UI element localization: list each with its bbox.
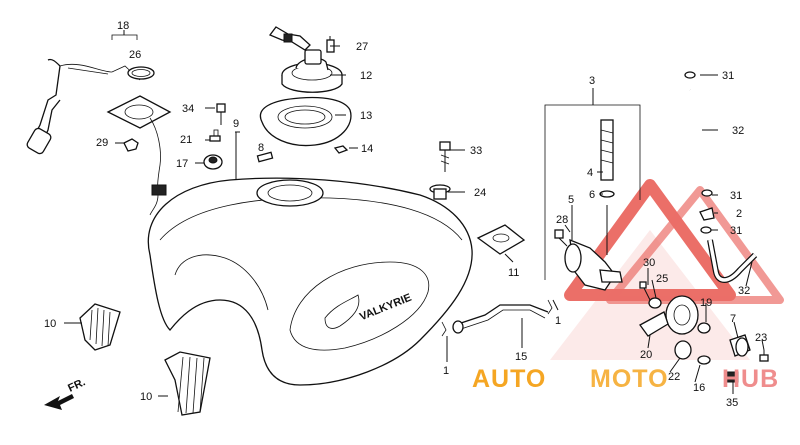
watermark-hub: HUB bbox=[722, 365, 779, 393]
callout-6: 6 bbox=[589, 189, 595, 201]
callout-25: 25 bbox=[656, 273, 668, 285]
callout-31-mid: 31 bbox=[730, 190, 742, 202]
callout-18: 18 bbox=[117, 20, 129, 32]
callout-14: 14 bbox=[361, 143, 373, 155]
callout-2: 2 bbox=[736, 208, 742, 220]
watermark-text: AUTO MOTO HUB bbox=[472, 365, 779, 393]
callout-32-low: 32 bbox=[738, 285, 750, 297]
callout-19: 19 bbox=[700, 297, 712, 309]
small-hardware bbox=[203, 103, 451, 200]
fuel-tank: VALKYRIE bbox=[147, 177, 473, 386]
fuel-hose bbox=[441, 299, 553, 337]
callout-30: 30 bbox=[643, 257, 655, 269]
callout-7: 7 bbox=[730, 313, 736, 325]
callout-29: 29 bbox=[96, 137, 108, 149]
callout-12: 12 bbox=[360, 70, 372, 82]
watermark-auto: AUTO bbox=[472, 365, 546, 393]
watermark-moto: MOTO bbox=[590, 365, 669, 393]
callout-4: 4 bbox=[587, 167, 593, 179]
rubber-pads bbox=[79, 303, 211, 416]
logo-triangle-right bbox=[606, 186, 784, 304]
front-arrow-icon bbox=[44, 394, 74, 410]
callout-21: 21 bbox=[180, 134, 192, 146]
tank-bracket bbox=[476, 224, 526, 255]
callout-26: 26 bbox=[129, 49, 141, 61]
fuel-sender-assembly bbox=[26, 30, 172, 216]
callout-11: 11 bbox=[508, 267, 519, 279]
cap-cover bbox=[259, 96, 352, 147]
fuel-cap-assembly bbox=[268, 26, 343, 93]
callout-9: 9 bbox=[233, 118, 239, 130]
callout-32-top: 32 bbox=[732, 125, 744, 137]
valve-hardware bbox=[639, 281, 769, 383]
callout-28: 28 bbox=[556, 214, 568, 226]
callout-labels: 18 26 27 12 13 34 21 9 8 14 29 17 33 24 … bbox=[44, 20, 767, 409]
callout-1-right: 1 bbox=[555, 315, 561, 327]
callout-10-upper: 10 bbox=[44, 318, 56, 330]
callout-33: 33 bbox=[470, 145, 482, 157]
vent-hose bbox=[684, 71, 758, 283]
callout-3: 3 bbox=[589, 75, 595, 87]
logo-triangle-left bbox=[564, 179, 736, 301]
callout-20: 20 bbox=[640, 349, 652, 361]
callout-16: 16 bbox=[693, 382, 705, 394]
callout-22: 22 bbox=[668, 371, 680, 383]
callout-10-lower: 10 bbox=[140, 391, 152, 403]
callout-13: 13 bbox=[360, 110, 372, 122]
callout-34: 34 bbox=[182, 103, 194, 115]
fuel-valve-assembly bbox=[544, 88, 641, 291]
callout-24: 24 bbox=[474, 187, 486, 199]
leader-lines bbox=[64, 45, 765, 397]
callout-35: 35 bbox=[726, 397, 738, 409]
callout-27: 27 bbox=[356, 41, 368, 53]
callout-1-left: 1 bbox=[443, 365, 449, 377]
callout-5: 5 bbox=[568, 194, 574, 206]
callout-17: 17 bbox=[176, 158, 188, 170]
callout-15: 15 bbox=[515, 351, 527, 363]
front-marker: FR. bbox=[44, 376, 87, 410]
callout-31-low: 31 bbox=[730, 225, 742, 237]
front-marker-label: FR. bbox=[66, 376, 87, 394]
callout-23: 23 bbox=[755, 332, 767, 344]
callout-31-top: 31 bbox=[722, 70, 734, 82]
callout-8: 8 bbox=[258, 142, 264, 154]
o-ring bbox=[127, 66, 155, 80]
